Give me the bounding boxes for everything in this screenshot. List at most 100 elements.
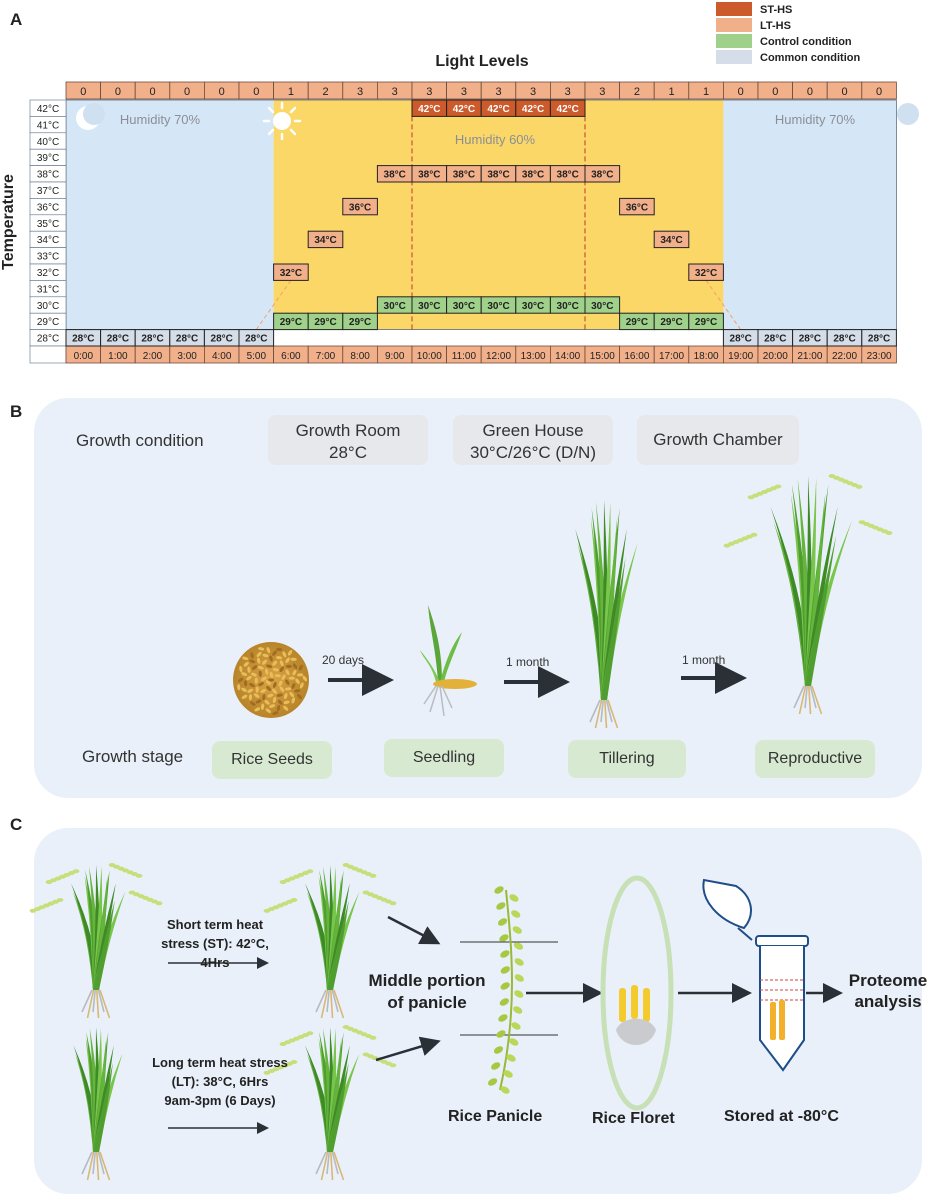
temperature-value: 38°C xyxy=(591,170,613,181)
light-level-value: 3 xyxy=(461,86,467,98)
hour-label: 2:00 xyxy=(143,351,163,362)
temperature-cell xyxy=(584,296,621,314)
middle-portion-label: Middle portion of panicle xyxy=(368,971,486,1012)
growth-room-pill: Growth Room 28°C xyxy=(268,415,428,465)
temperature-value: 28°C xyxy=(764,334,786,345)
light-level-value: 0 xyxy=(253,86,259,98)
rice-plant-image xyxy=(263,863,397,1019)
panel-b-label: B xyxy=(10,402,23,421)
light-level-value: 2 xyxy=(322,86,328,98)
hour-label: 8:00 xyxy=(350,351,370,362)
hour-label: 3:00 xyxy=(177,351,197,362)
light-level-value: 0 xyxy=(807,86,813,98)
temp-axis-label: 34°C xyxy=(37,235,59,246)
light-level-value: 0 xyxy=(115,86,121,98)
temperature-value: 29°C xyxy=(660,317,682,328)
hour-label: 17:00 xyxy=(659,351,684,362)
rice-floret-image xyxy=(600,875,674,1111)
sun-icon xyxy=(262,101,302,141)
temperature-value: 30°C xyxy=(591,301,613,312)
temperature-cell xyxy=(238,329,275,347)
humidity-night-left: Humidity 70% xyxy=(120,112,201,127)
duration-1-month-a: 1 month xyxy=(506,655,550,669)
stage-reproductive: Reproductive xyxy=(755,740,875,778)
hour-label: 19:00 xyxy=(728,351,753,362)
duration-1-month-b: 1 month xyxy=(682,653,726,667)
storage-tube-image xyxy=(702,878,809,1072)
light-levels-title: Light Levels xyxy=(435,53,528,70)
temp-axis-label: 41°C xyxy=(37,120,59,131)
temperature-cell xyxy=(861,329,897,347)
green-house-pill: Green House 30°C/26°C (D/N) xyxy=(453,415,613,465)
temperature-value: 42°C xyxy=(487,104,509,115)
arrow-icon xyxy=(375,1036,441,1062)
legend-swatch xyxy=(716,18,752,32)
panel-c-label: C xyxy=(10,815,23,834)
temperature-value: 29°C xyxy=(695,317,717,328)
temperature-value: 28°C xyxy=(799,334,821,345)
temperature-axis-title: Temperature xyxy=(0,174,17,270)
temperature-value: 36°C xyxy=(626,202,648,213)
hour-label: 21:00 xyxy=(797,351,822,362)
light-level-value: 3 xyxy=(565,86,571,98)
stage-seedling: Seedling xyxy=(384,739,504,777)
light-level-value: 3 xyxy=(599,86,605,98)
hour-label: 1:00 xyxy=(108,351,128,362)
temp-axis-label: 32°C xyxy=(37,268,59,279)
seedling-image xyxy=(420,605,477,717)
humidity-day: Humidity 60% xyxy=(455,132,536,147)
temperature-value: 42°C xyxy=(418,104,440,115)
temperature-value: 28°C xyxy=(730,334,752,345)
legend-label: Common condition xyxy=(760,52,860,64)
temperature-value: 38°C xyxy=(384,170,406,181)
light-level-value: 0 xyxy=(149,86,155,98)
temperature-value: 42°C xyxy=(522,104,544,115)
light-level-value: 3 xyxy=(426,86,432,98)
hour-label: 4:00 xyxy=(212,351,232,362)
hour-label: 12:00 xyxy=(486,351,511,362)
hour-label: 5:00 xyxy=(247,351,267,362)
temperature-cell xyxy=(688,312,724,331)
temperature-value: 36°C xyxy=(349,202,371,213)
light-level-value: 0 xyxy=(738,86,744,98)
rice-panicle-image xyxy=(460,886,558,1094)
temperature-value: 28°C xyxy=(176,334,198,345)
hour-label: 14:00 xyxy=(555,351,580,362)
rice-plant-image xyxy=(73,1027,123,1181)
rice-panicle-label: Rice Panicle xyxy=(448,1108,543,1125)
temp-axis-label: 28°C xyxy=(37,334,59,345)
temperature-cell xyxy=(688,263,724,281)
legend-swatch xyxy=(716,34,752,48)
temperature-value: 38°C xyxy=(522,170,544,181)
temperature-cell xyxy=(653,230,690,249)
temperature-cell xyxy=(549,99,586,117)
hour-label: 6:00 xyxy=(281,351,301,362)
proteome-analysis-label: Proteome analysis xyxy=(848,971,928,1011)
rice-plant-image xyxy=(263,1025,397,1181)
temperature-value: 28°C xyxy=(107,334,129,345)
temperature-value: 42°C xyxy=(557,104,579,115)
light-level-value: 1 xyxy=(288,86,294,98)
light-level-value: 3 xyxy=(530,86,536,98)
light-level-value: 0 xyxy=(80,86,86,98)
hour-label: 9:00 xyxy=(385,351,405,362)
temperature-value: 30°C xyxy=(418,301,440,312)
light-level-value: 2 xyxy=(634,86,640,98)
tillering-plant-image xyxy=(575,500,638,729)
temp-axis-label: 42°C xyxy=(37,104,59,115)
temperature-cell xyxy=(342,197,378,216)
temperature-cell xyxy=(307,230,344,249)
temp-axis-label: 30°C xyxy=(37,301,59,312)
legend-swatch xyxy=(716,50,752,64)
temperature-value: 38°C xyxy=(487,170,509,181)
temperature-value: 28°C xyxy=(868,334,890,345)
temperature-value: 34°C xyxy=(314,235,336,246)
duration-20-days: 20 days xyxy=(322,653,365,667)
light-level-cell xyxy=(861,81,897,100)
growth-chamber-pill: Growth Chamber xyxy=(637,415,799,465)
temperature-value: 30°C xyxy=(557,301,579,312)
temperature-value: 30°C xyxy=(522,301,544,312)
